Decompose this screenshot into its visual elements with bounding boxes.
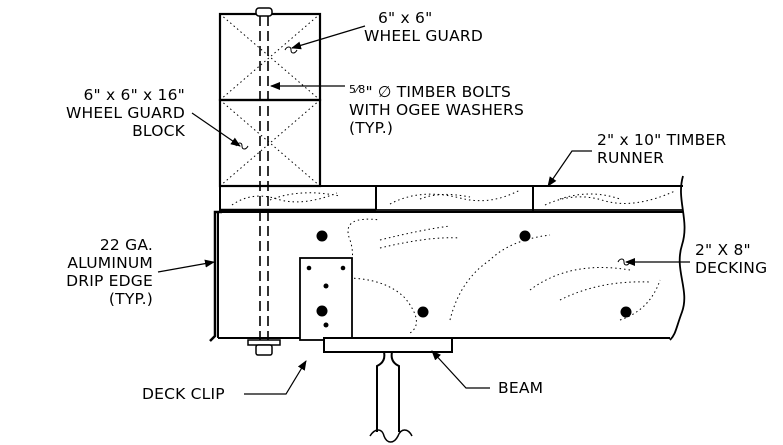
- wheel-guard-block-label-line1: 6" x 6" x 16": [83, 86, 185, 104]
- timber-runner-label-line2: RUNNER: [597, 149, 665, 167]
- timber-runner: [219, 185, 683, 212]
- beam-label: BEAM: [498, 379, 544, 397]
- timber-bolts-label-line3: (TYP.): [349, 119, 394, 137]
- decking-label: 2" X 8" DECKING: [695, 241, 767, 277]
- timber-bolts-label: 5⁄8" ∅ TIMBER BOLTS WITH OGEE WASHERS (T…: [349, 81, 524, 137]
- wheel-guard-block-label-line3: BLOCK: [132, 122, 185, 140]
- aluminum-drip-edge: [209, 210, 222, 342]
- timber-bolts-label-line1: 5⁄8" ∅ TIMBER BOLTS: [349, 81, 524, 101]
- drip-edge-label-line4: (TYP.): [108, 290, 153, 308]
- wheel-guard-label-line2: WHEEL GUARD: [364, 27, 483, 45]
- wheel-guard-label: 6" x 6" WHEEL GUARD: [364, 9, 483, 45]
- drip-edge-label-line2: ALUMINUM: [67, 254, 153, 272]
- decking-label-line1: 2" X 8": [695, 241, 751, 259]
- drip-edge-label-line3: DRIP EDGE: [66, 272, 153, 290]
- deck-clip: [299, 257, 353, 348]
- wheel-guard-upper: [218, 12, 322, 102]
- wheel-guard-block-label: 6" x 6" x 16" WHEEL GUARD BLOCK: [10, 86, 185, 140]
- steel-beam: [323, 337, 453, 443]
- timber-bolt: [247, 7, 281, 356]
- drip-edge-label: 22 GA. ALUMINUM DRIP EDGE (TYP.): [20, 236, 153, 308]
- wheel-guard-label-line1: 6" x 6": [378, 9, 433, 27]
- timber-bolts-label-line1-text: " ∅ TIMBER BOLTS: [365, 83, 512, 101]
- wheel-guard-block-label-line2: WHEEL GUARD: [66, 104, 185, 122]
- leader-lines: [157, 25, 690, 395]
- decking: [217, 175, 686, 341]
- deck-clip-label: DECK CLIP: [142, 385, 225, 403]
- timber-runner-label-line1: 2" x 10" TIMBER: [597, 131, 727, 149]
- drip-edge-label-line1: 22 GA.: [99, 236, 153, 254]
- timber-bolts-label-line2: WITH OGEE WASHERS: [349, 101, 525, 119]
- timber-runner-label: 2" x 10" TIMBER RUNNER: [597, 131, 726, 167]
- decking-label-line2: DECKING: [695, 259, 768, 277]
- bolt-diameter-fraction: 5⁄8: [349, 83, 366, 96]
